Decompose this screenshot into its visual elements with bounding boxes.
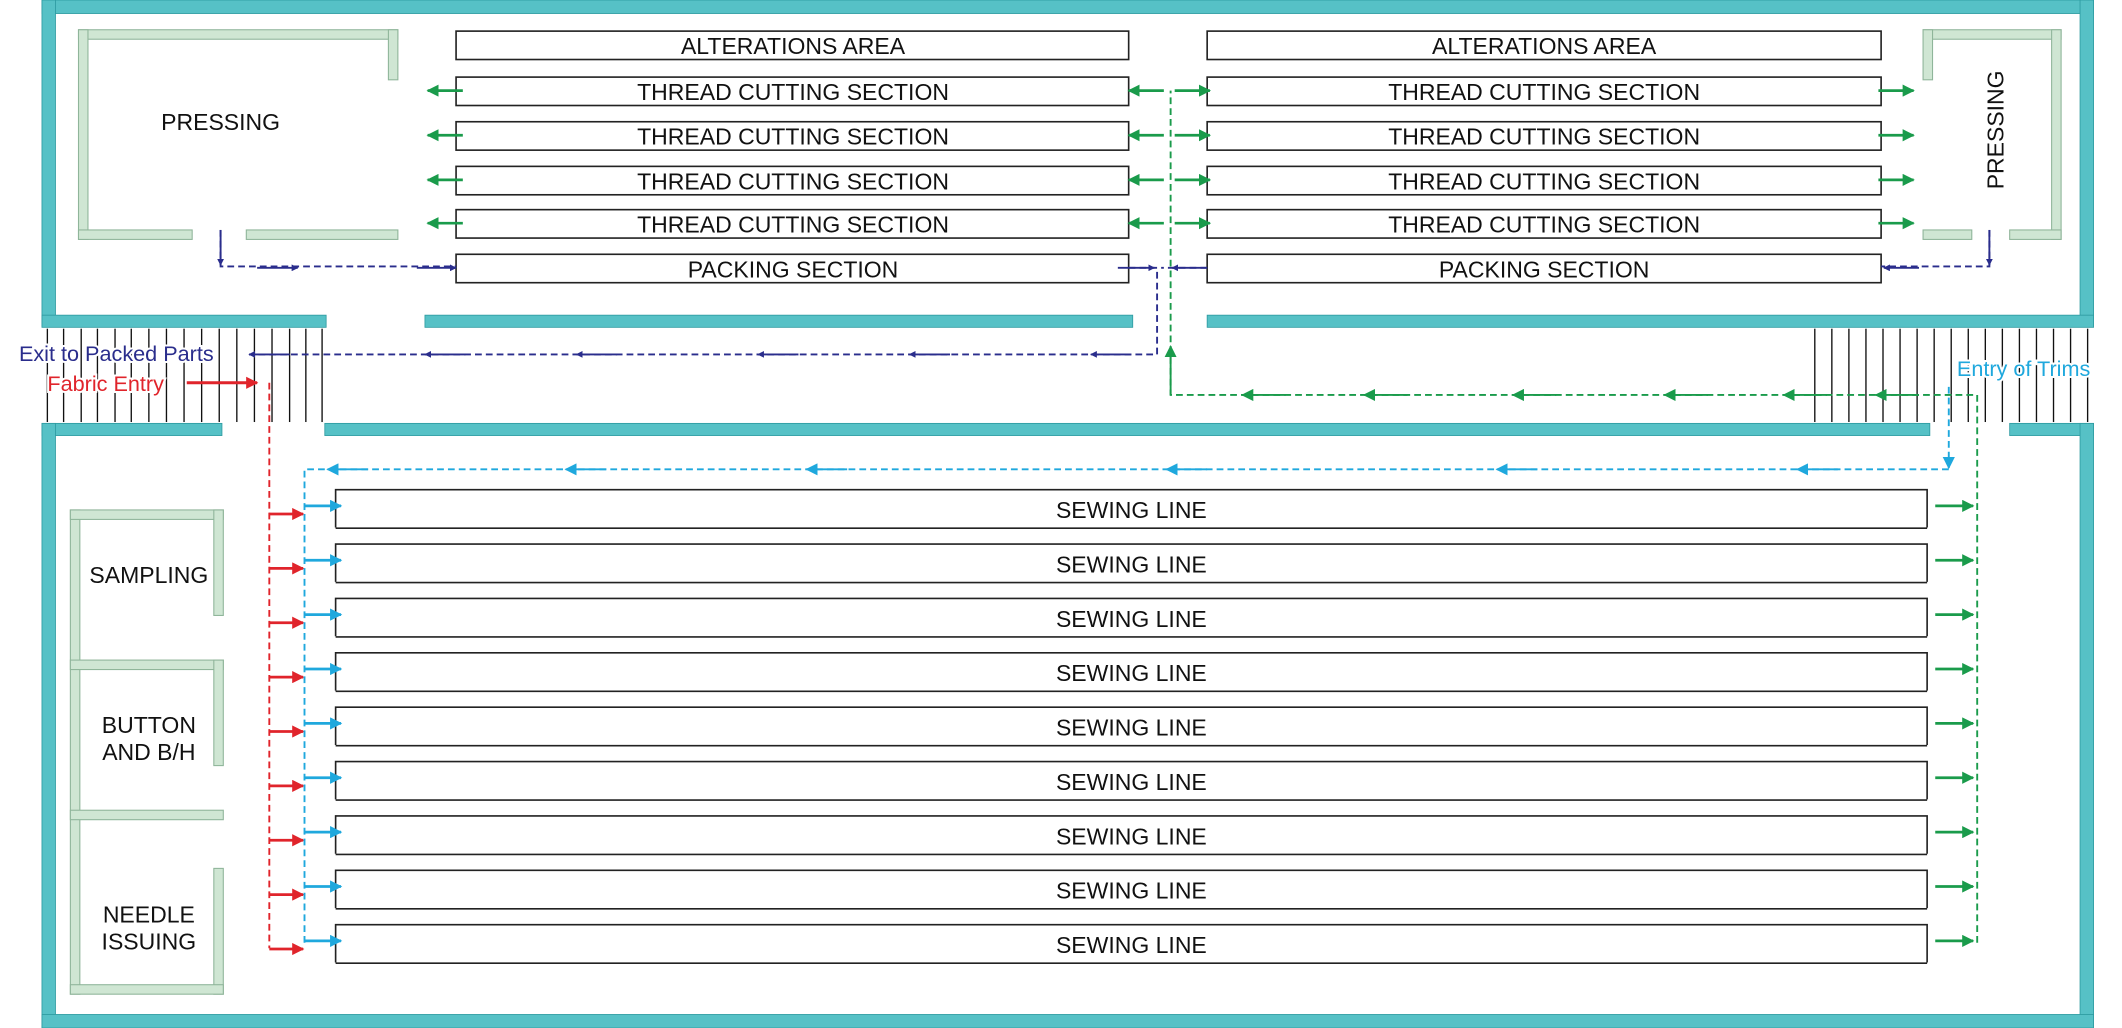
thread-cutting-left-1-label: THREAD CUTTING SECTION xyxy=(637,79,949,105)
alterations-area-left xyxy=(455,30,1130,61)
lower-wall-left xyxy=(41,422,56,1028)
fabric-entry-label: Fabric Entry xyxy=(47,371,164,396)
pressing-left-wall-side xyxy=(77,29,89,240)
outer-wall-bottom xyxy=(41,1014,2094,1028)
rooms-left-wall xyxy=(69,509,81,995)
thread-cutting-left-3 xyxy=(455,165,1130,196)
thread-cutting-left-2 xyxy=(455,120,1130,151)
sewing-line-label: SEWING LINE xyxy=(1056,769,1207,795)
button-wall-right xyxy=(213,659,224,767)
upper-wall-left xyxy=(41,0,56,327)
needle-wall-top xyxy=(69,809,224,821)
pressing-left-wall-top xyxy=(77,29,399,40)
room-labels: SAMPLING BUTTON AND B/H NEEDLE ISSUING xyxy=(89,562,208,955)
sewing-line-label: SEWING LINE xyxy=(1056,497,1207,523)
building-walls xyxy=(41,0,2094,1028)
alterations-area-right-label: ALTERATIONS AREA xyxy=(1432,33,1657,59)
alterations-area-left-label: ALTERATIONS AREA xyxy=(681,33,906,59)
pressing-left-wall-bottom-a xyxy=(77,229,193,240)
needle-issuing-label-line2: ISSUING xyxy=(102,929,197,955)
thread-cutting-left-4 xyxy=(455,208,1130,239)
lower-wall-right xyxy=(2079,422,2094,1028)
pressing-right-label: PRESSING xyxy=(1983,70,2009,189)
upper-wall-right xyxy=(2079,0,2094,327)
needle-wall-right xyxy=(213,867,224,995)
thread-cutting-left-3-label: THREAD CUTTING SECTION xyxy=(637,168,949,194)
entry-of-trims-label: Entry of Trims xyxy=(1957,356,2091,381)
pressing-left-wall-stub xyxy=(387,29,399,81)
sampling-wall-right xyxy=(213,509,224,616)
needle-wall-bottom xyxy=(69,984,224,995)
sampling-label: SAMPLING xyxy=(89,562,208,588)
upper-left-block xyxy=(455,30,1130,284)
button-wall-top xyxy=(69,659,224,671)
sewing-line-label: SEWING LINE xyxy=(1056,932,1207,958)
trims-flow-header xyxy=(303,468,1949,943)
thread-cutting-right-4-label: THREAD CUTTING SECTION xyxy=(1388,212,1700,238)
pressing-left-wall-bottom-b xyxy=(245,229,399,240)
sewing-lines: SEWING LINE SEWING LINE SEWING LINE SEWING … xyxy=(334,488,1928,965)
sampling-wall-top xyxy=(69,509,224,520)
thread-cutting-right-1-label: THREAD CUTTING SECTION xyxy=(1388,79,1700,105)
pressing-left-label: PRESSING xyxy=(161,109,280,135)
sewing-line-label: SEWING LINE xyxy=(1056,715,1207,741)
green-flow-trunk xyxy=(1169,90,1979,943)
pressing-right-wall-bottom-b xyxy=(2009,229,2062,240)
upper-floor-wall-segment-1 xyxy=(41,314,327,328)
button-bh-label-line1: BUTTON xyxy=(102,712,196,738)
upper-labels: ALTERATIONS AREA THREAD CUTTING SECTION … xyxy=(161,33,2008,282)
thread-cutting-right-3-label: THREAD CUTTING SECTION xyxy=(1388,168,1700,194)
button-bh-label-line2: AND B/H xyxy=(102,739,195,765)
stairs-right xyxy=(1814,328,2089,423)
thread-cutting-left-1 xyxy=(455,76,1130,107)
partitions xyxy=(69,29,2062,995)
corridor-labels: Exit to Packed Parts Fabric Entry Entry … xyxy=(17,339,2093,398)
upper-floor-wall-segment-3 xyxy=(1206,314,2094,328)
pressing-right-wall-stub xyxy=(1922,29,1934,81)
exit-packed-parts-label: Exit to Packed Parts xyxy=(19,341,214,366)
trims-flow xyxy=(303,386,1955,947)
sewing-line-label: SEWING LINE xyxy=(1056,660,1207,686)
packing-section-right xyxy=(1206,253,1882,284)
stairs-left xyxy=(46,328,323,423)
lower-floor-wall-segment-1 xyxy=(41,422,223,436)
thread-cutting-right-4 xyxy=(1206,208,1882,239)
upper-right-block xyxy=(1206,30,1882,284)
pressing-right-wall-top xyxy=(1922,29,2062,40)
thread-cutting-left-4-label: THREAD CUTTING SECTION xyxy=(637,212,949,238)
sewing-line-label: SEWING LINE xyxy=(1056,878,1207,904)
pressing-right-wall-bottom-a xyxy=(1922,229,1973,240)
alterations-area-right xyxy=(1206,30,1882,61)
fabric-flow xyxy=(186,376,305,956)
upper-floor-wall-segment-2 xyxy=(424,314,1134,328)
packing-section-left-label: PACKING SECTION xyxy=(688,256,898,282)
thread-cutting-right-2-label: THREAD CUTTING SECTION xyxy=(1388,124,1700,150)
outer-wall-top xyxy=(41,0,2094,14)
pressing-right-wall-side xyxy=(2051,29,2062,240)
sewing-line-label: SEWING LINE xyxy=(1056,551,1207,577)
thread-cutting-left-2-label: THREAD CUTTING SECTION xyxy=(637,124,949,150)
needle-issuing-label-line1: NEEDLE xyxy=(103,902,195,928)
thread-cutting-flow xyxy=(426,84,1979,947)
lower-floor-wall-segment-2 xyxy=(324,422,1931,436)
sewing-line-label: SEWING LINE xyxy=(1056,823,1207,849)
sewing-line-label: SEWING LINE xyxy=(1056,606,1207,632)
packed-parts-flow xyxy=(217,229,1993,358)
packing-section-right-label: PACKING SECTION xyxy=(1439,256,1649,282)
thread-cutting-right-2 xyxy=(1206,120,1882,151)
